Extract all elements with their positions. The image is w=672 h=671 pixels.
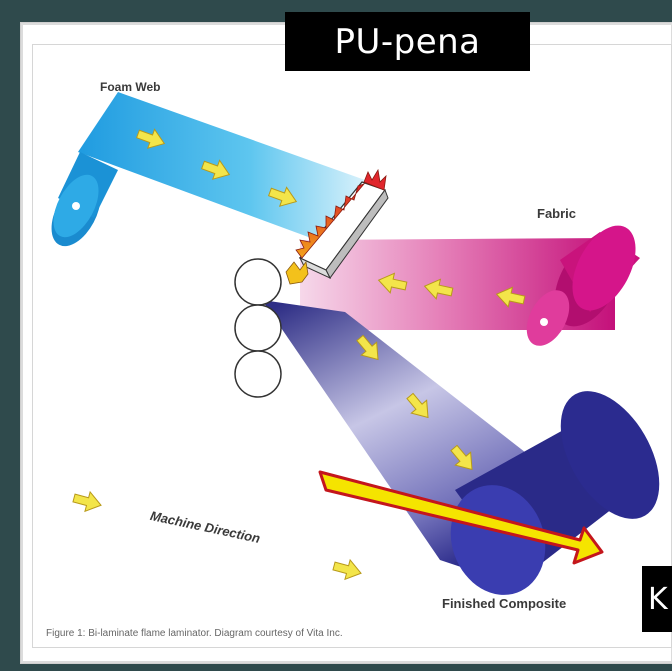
direction-arrow-icon bbox=[71, 488, 103, 515]
fabric-label: Fabric bbox=[537, 206, 576, 221]
finished-composite-label: Finished Composite bbox=[442, 596, 566, 611]
direction-arrow-icon bbox=[331, 556, 363, 583]
composite-band bbox=[262, 300, 672, 608]
title-box: PU-pena bbox=[285, 12, 530, 71]
laminator-rollers bbox=[235, 259, 281, 397]
foam-web-label: Foam Web bbox=[100, 80, 160, 94]
corner-label-box: K bbox=[642, 566, 672, 632]
figure-caption: Figure 1: Bi-laminate flame laminator. D… bbox=[46, 628, 343, 639]
